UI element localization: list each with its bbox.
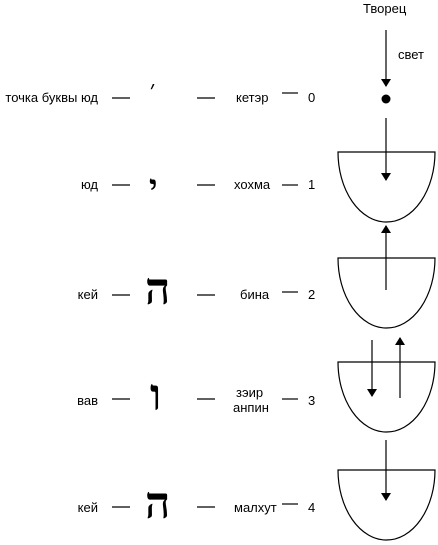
number-1: 1 xyxy=(308,177,316,192)
number-2: 2 xyxy=(308,287,316,302)
number-4: 4 xyxy=(308,500,316,515)
number-0: 0 xyxy=(308,90,316,105)
vessel-3 xyxy=(337,361,436,433)
letter-name-0: точка буквы юд xyxy=(5,90,98,105)
letter-name-2: кей xyxy=(77,287,98,302)
sefira-0: кетэр xyxy=(236,90,269,105)
hebrew-letter-4: ה xyxy=(145,478,171,529)
sefira-4: малхут xyxy=(234,500,277,515)
letter-name-3: вав xyxy=(77,393,98,408)
vessel-1 xyxy=(337,151,436,223)
vessel-2 xyxy=(337,257,436,329)
sefira-2: бина xyxy=(240,287,270,302)
sefira-1: хохма xyxy=(234,177,271,192)
sefira-3-line2: анпин xyxy=(233,400,269,415)
connector-dashes-2 xyxy=(112,291,298,296)
sefira-3-line1: зэир xyxy=(236,385,264,400)
hebrew-letter-2: ה xyxy=(145,264,171,315)
light-label: свет xyxy=(398,47,425,62)
vessel-4 xyxy=(337,469,436,541)
number-3: 3 xyxy=(308,393,316,408)
creator-label: Творец xyxy=(363,1,407,16)
connector-dashes-4 xyxy=(112,503,298,508)
hebrew-letter-3: ו xyxy=(150,370,162,421)
letter-name-4: кей xyxy=(77,500,98,515)
kether-point xyxy=(381,94,391,104)
letter-name-1: юд xyxy=(80,177,98,192)
hebrew-letter-0: ׳ xyxy=(150,76,156,102)
connector-dashes-0 xyxy=(112,92,298,99)
hebrew-letter-1: י xyxy=(149,167,158,205)
